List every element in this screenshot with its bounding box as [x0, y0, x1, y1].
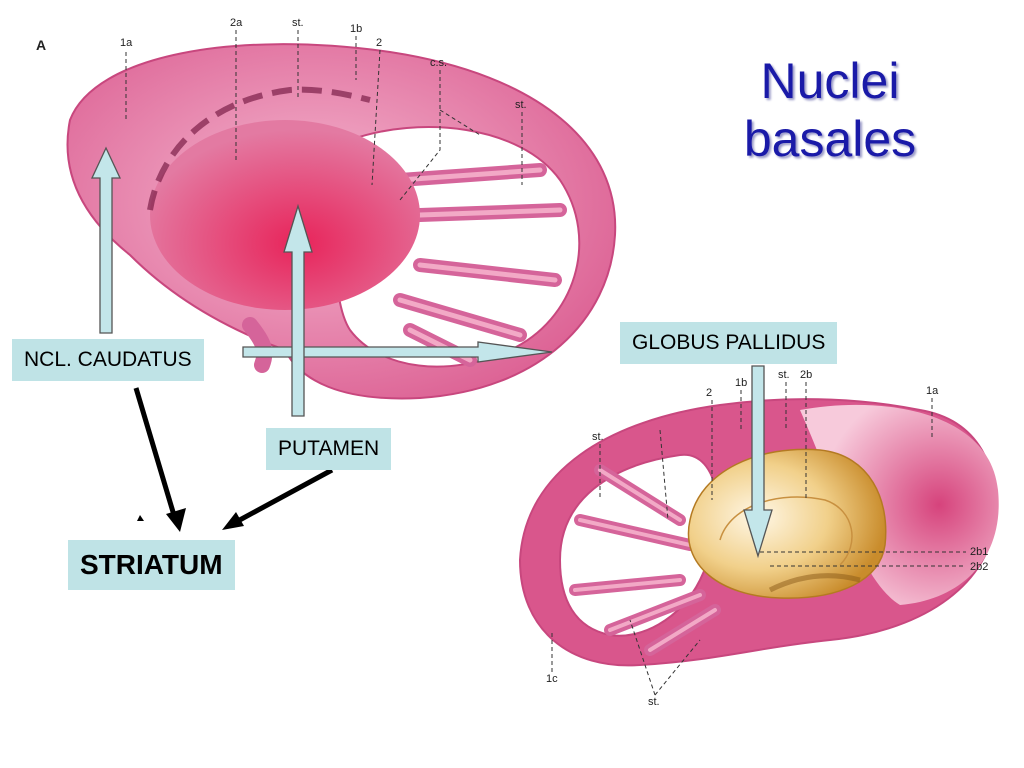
arrow-putamen-up	[283, 203, 313, 417]
arrow-caudate-to-striatum	[133, 387, 179, 523]
annot-1b-a: 1b	[350, 23, 362, 35]
arrow-caudate-up	[90, 146, 122, 334]
diagram-a: A 1a 2a st. 1b 2 c.s. st.	[36, 17, 617, 400]
annot-st-a: st.	[292, 17, 304, 29]
arrow-pallidus-down	[743, 365, 773, 559]
annot-1c-b: 1c	[546, 673, 558, 685]
title-line-1: Nuclei	[760, 53, 900, 109]
annot-1a-a: 1a	[120, 37, 133, 49]
arrows	[90, 146, 773, 559]
arrow-caudate-right	[242, 341, 553, 363]
annot-st3-b: st.	[648, 696, 660, 708]
title-line-2: basales	[743, 111, 917, 167]
annot-st2-a: st.	[515, 99, 527, 111]
caudate-head-b	[800, 404, 999, 605]
putamen-a	[150, 120, 420, 310]
label-globus-pallidus: GLOBUS PALLIDUS	[620, 322, 838, 364]
small-marker	[137, 515, 144, 521]
annot-1b-b: 1b	[735, 377, 747, 389]
annot-2b1-b: 2b1	[970, 546, 988, 558]
annot-st2-b: st.	[592, 431, 604, 443]
annot-1a-b: 1a	[926, 385, 939, 397]
label-ncl-caudatus: NCL. CAUDATUS	[12, 339, 204, 381]
arrow-putamen-to-striatum	[234, 467, 334, 525]
label-putamen: PUTAMEN	[266, 428, 392, 470]
annot-2-b: 2	[706, 387, 712, 399]
label-striatum: STRIATUM	[68, 540, 235, 590]
annot-2b2-b: 2b2	[970, 561, 988, 573]
annot-2a-a: 2a	[230, 17, 243, 29]
annot-cs-a: c.s.	[430, 57, 447, 69]
annot-2-a: 2	[376, 37, 382, 49]
panel-letter-a: A	[36, 37, 46, 53]
annot-2b-b: 2b	[800, 369, 812, 381]
slide-title: Nuclei basales	[700, 52, 960, 168]
annot-st-b: st.	[778, 369, 790, 381]
